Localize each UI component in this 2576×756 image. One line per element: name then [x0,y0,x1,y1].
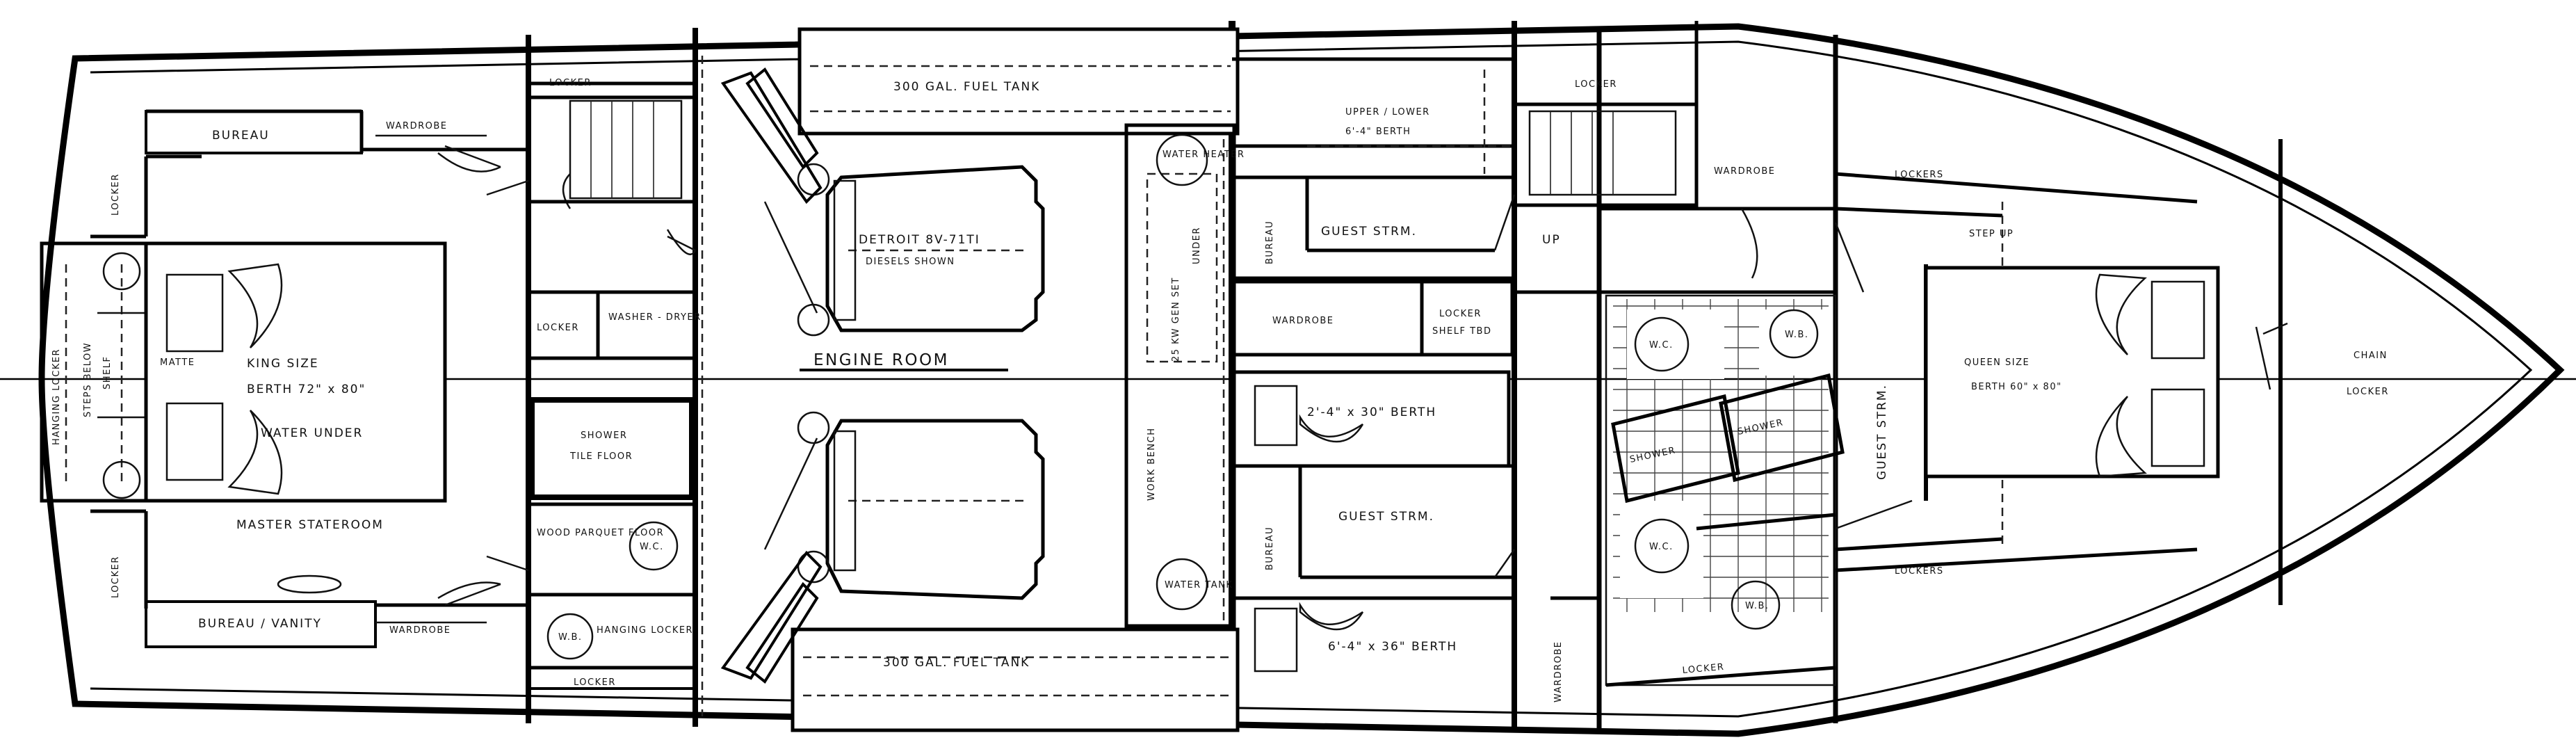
wardrobe-guest-label: WARDROBE [1272,316,1334,326]
queen-size-label: QUEEN SIZE [1964,357,2030,368]
berth-guest-mid-label: 2'-4" x 30" BERTH [1307,405,1436,419]
shower-label: SHOWER [581,431,627,441]
guest-strm-vertical-label: GUEST STRM. [1875,384,1889,480]
wb-master-label: W.B. [558,632,583,643]
berth-guest-bottom-label: 6'-4" x 36" BERTH [1328,640,1457,654]
king-size-label: KING SIZE [247,357,319,371]
wardrobe-master-top-label: WARDROBE [386,121,447,131]
fuel-tank-top-label: 300 GAL. FUEL TANK [893,80,1040,94]
locker-top-label: LOCKER [549,78,592,88]
wc-fwd-top-label: W.C. [1649,340,1674,351]
wc-fwd-bottom-label: W.C. [1649,542,1674,552]
locker-bottom-label: LOCKER [574,677,616,688]
guest-strm-top-label: GUEST STRM. [1321,225,1417,239]
locker-shelf2-label: SHELF TBD [1432,326,1491,337]
wb-fwd-bottom-label: W.B. [1745,601,1769,611]
forward-heads-area [1514,21,1865,687]
wardrobe-fwd-label: WARDROBE [1714,166,1775,177]
wardrobe-master-bottom-label: WARDROBE [389,625,451,636]
engine-room-area [701,27,1240,732]
wc-master-label: W.C. [640,542,664,552]
step-up-label: STEP UP [1969,229,2014,239]
berth-king-label: BERTH 72" x 80" [247,383,366,396]
wb-fwd-top-label: W.B. [1785,330,1809,340]
water-under-label: WATER UNDER [261,426,363,440]
locker-bow-wall-top-label: LOCKER [111,173,121,216]
shower-fwd-1-label: SHOWER [1629,445,1677,465]
steps-below-label: STEPS BELOW [83,342,93,417]
berth-upper-lower-label: 6'-4" BERTH [1345,127,1411,137]
hanging-locker-label: HANGING LOCKER [51,348,62,445]
guest-strm-mid-label: GUEST STRM. [1338,510,1434,524]
bureau-guest-bottom-label: BUREAU [1265,526,1275,570]
generator-under-label: UNDER [1192,227,1202,264]
bureau-guest-top-label: BUREAU [1265,220,1275,264]
locker-mid-label: LOCKER [537,323,579,333]
forward-stateroom-area [1835,172,2288,572]
generator-label: 25 KW GEN SET [1171,277,1181,362]
locker-fwd-bottom-label: LOCKER [1682,662,1725,676]
locker-bow-wall-bottom-label: LOCKER [111,556,121,598]
locker-fwd-top-label: LOCKER [1575,79,1617,90]
guest-staterooms-mid [1232,57,1516,673]
bureau-vanity-label: BUREAU / VANITY [198,617,322,631]
diesels-shown-label: DIESELS SHOWN [866,257,955,267]
upper-lower-label: UPPER / LOWER [1345,107,1430,118]
water-heater-label: WATER HEATER [1163,150,1245,160]
work-bench-label: WORK BENCH [1147,428,1157,501]
locker-shelf-label: LOCKER [1439,309,1482,319]
master-stateroom-label: MASTER STATEROOM [236,518,384,532]
up-label: UP [1542,233,1561,247]
bed-upper-label: MATTE [160,357,195,368]
chain-label: CHAIN [2354,351,2388,361]
fuel-tank-bottom-label: 300 GAL. FUEL TANK [883,656,1030,670]
locker-chain-label: LOCKER [2347,387,2389,397]
berth-queen-label: BERTH 60" x 80" [1971,382,2062,392]
master-stateroom-area [40,109,529,648]
water-tank-label: WATER TANK [1165,580,1233,590]
washer-dryer-label: WASHER - DRYER [608,312,702,323]
shower-fwd-2-label: SHOWER [1737,417,1785,437]
wood-parquet-floor-label: WOOD PARQUET FLOOR [537,528,664,538]
engine-room-label: ENGINE ROOM [813,351,949,369]
tile-floor-label: TILE FLOOR [569,451,633,462]
hanging-locker-bath-label: HANGING LOCKER [597,625,693,636]
shelf-label: SHELF [102,356,113,389]
detroit-diesels-label: DETROIT 8V-71TI [859,233,980,247]
bureau-top-label: BUREAU [212,129,270,143]
master-head-area [528,81,697,690]
lockers-fwd-bottom-label: LOCKERS [1895,566,1944,577]
lockers-fwd-top-label: LOCKERS [1895,170,1944,180]
wardrobe-bottom-vertical-label: WARDROBE [1553,641,1564,702]
